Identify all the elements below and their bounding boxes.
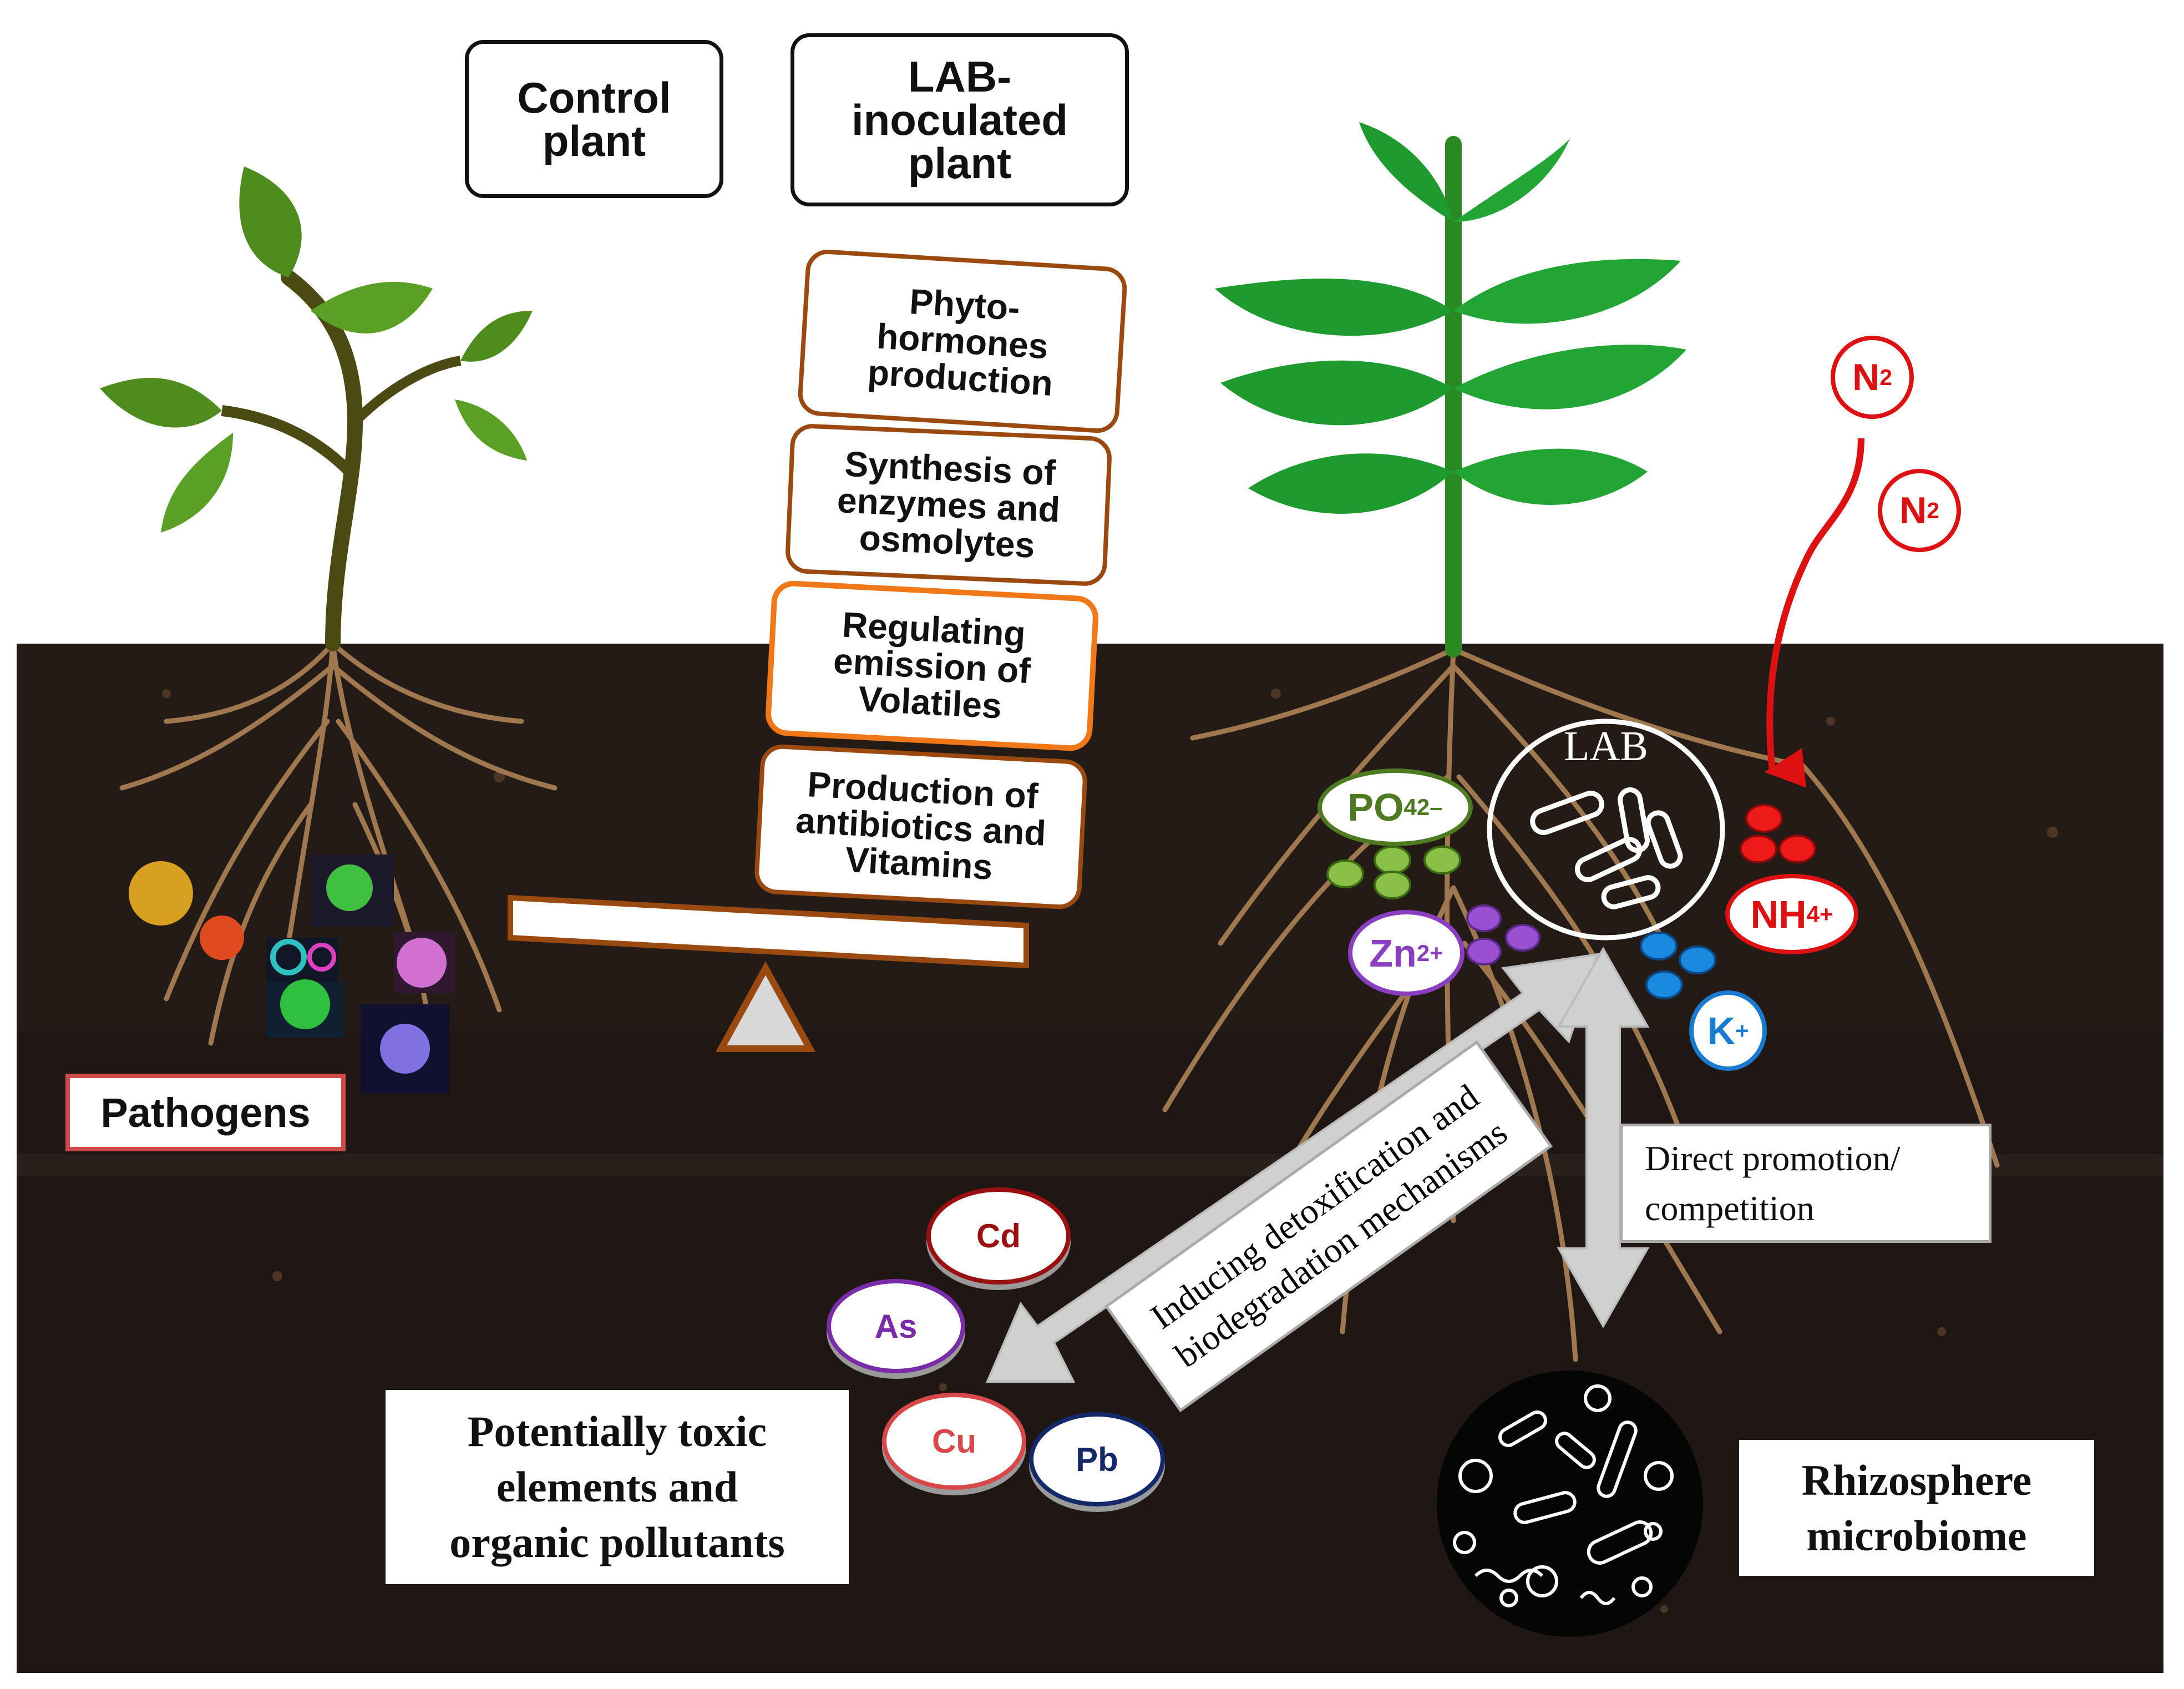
arsenic-oval: As [827,1279,965,1373]
control-plant-roots [119,641,558,1057]
ammonium-dots [1740,804,1816,863]
control-plant-leaf [455,400,527,461]
nitrogen-fixation-arrow [1764,438,1864,788]
mechanism-antibiotics-vitamins: Production of antibiotics and Vitamins [753,743,1088,911]
pathogen-virus [200,916,244,960]
rhizosphere-microbiome-label: Rhizosphere microbiome [1739,1440,2094,1576]
seesaw-fulcrum [715,961,816,1052]
lab-plant [1215,122,1686,658]
lead-oval: Pb [1029,1412,1165,1506]
seesaw [508,894,1029,1052]
mechanism-enzymes-osmolytes: Synthesis of enzymes and osmolytes [784,423,1113,587]
lab-bacteria [1530,787,1683,909]
pathogen-virus [380,1024,430,1074]
potassium-oval: K+ [1689,990,1767,1071]
pathogen-virus [280,979,330,1029]
mechanism-volatiles: Regulating emission of Volatiles [764,579,1099,752]
pathogen-virus [307,943,336,972]
copper-oval: Cu [882,1393,1026,1490]
detox-label-plate [1104,1040,1553,1413]
lab-inoculated-plant-label: LAB- inoculated plant [791,33,1129,206]
control-plant [100,166,533,651]
potassium-dots [1640,932,1716,999]
direct-promotion-double-arrow [1557,946,1650,1329]
pathogen-virus [326,864,373,911]
pathogen-virus [129,861,193,926]
lab-plant-leaf [1453,448,1648,505]
control-plant-leaf [239,166,302,277]
lab-plant-leaf [1453,139,1570,222]
lab-plant-leaf [1215,279,1453,336]
pathogen-virus [270,939,307,975]
lab-plant-leaf [1453,259,1681,324]
lab-plant-leaf [1248,453,1453,514]
control-plant-leaf [100,377,222,428]
pathogen-cluster [129,854,455,1093]
lab-plant-leaf [1220,360,1453,426]
detox-double-arrow [985,953,1599,1383]
lab-plant-leaf [1359,122,1453,222]
control-plant-leaf [161,433,233,533]
seesaw-beam [508,894,1029,969]
control-plant-branch [351,356,462,426]
pathogen-virus [397,938,447,988]
control-plant-leaf [460,311,533,362]
rhizosphere-microbiome-circle [1437,1371,1703,1637]
control-plant-label: Control plant [465,40,723,198]
lab-cluster-circle [1487,719,1725,940]
lab-plant-leaf [1453,345,1686,409]
zinc-dots [1466,904,1541,965]
control-plant-leaf [311,282,433,333]
lab-label: LAB [1564,722,1648,770]
phosphate-dots [1326,846,1461,899]
direct-promotion-label: Direct promotion/ competition [1620,1124,1992,1243]
pathogens-label: Pathogens [65,1074,346,1151]
pollutants-label: Potentially toxic elements and organic p… [386,1390,849,1584]
control-plant-branch [221,405,354,476]
cadmium-oval: Cd [926,1187,1071,1285]
mechanism-phytohormones: Phyto- hormones production [797,248,1128,434]
microbiome-microbes [1453,1384,1674,1607]
